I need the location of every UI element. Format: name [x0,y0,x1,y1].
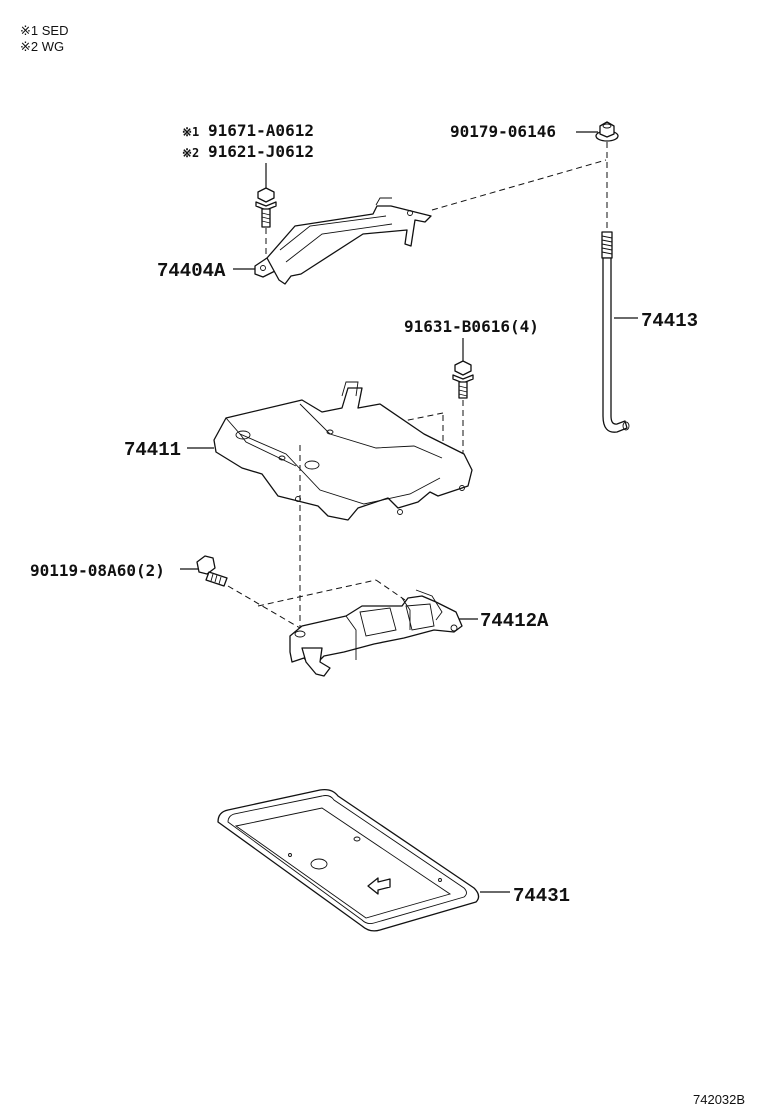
diagram-code: 742032B [693,1092,745,1107]
rod-label: 74413 [641,310,698,332]
note-wg: ※2 WG [20,39,64,54]
dash-bracket-bolt-1 [227,585,301,629]
bracket-bolt-label: 90119-08A60(2) [30,561,165,580]
battery-clamp-icon [254,197,432,285]
nut-label: 90179-06146 [450,122,556,141]
dash-bracket-bolt-2 [257,579,377,607]
bolt-top-sed-mark: ※1 [182,125,199,139]
bracket-bolt-icon [196,555,228,587]
tray-bolt-label: 91631-B0616(4) [404,317,539,336]
bolt-top-sed-number: 91671-A0612 [208,121,314,140]
dash-clamp-to-nut [431,159,607,211]
bolt-top-wg-number: 91621-J0612 [208,142,314,161]
battery-tray-icon [213,381,473,521]
arrow-icon [367,877,391,895]
dash-bracket-bolt-3 [375,579,406,601]
tray-label: 74411 [124,439,181,461]
battery-bracket-icon [289,589,463,677]
bracket-label: 74412A [480,610,549,632]
battery-hold-down-rod-icon [601,231,630,433]
note-sed: ※1 SED [20,23,68,38]
tray-bolt-icon [452,360,474,399]
flange-nut-icon [595,121,619,142]
clamp-label: 74404A [157,260,226,282]
bolt-top-wg-mark: ※2 [182,146,199,160]
bolt-top-icon [255,187,277,228]
lower-tray-label: 74431 [513,885,570,907]
battery-tray-mat-icon [217,788,480,932]
